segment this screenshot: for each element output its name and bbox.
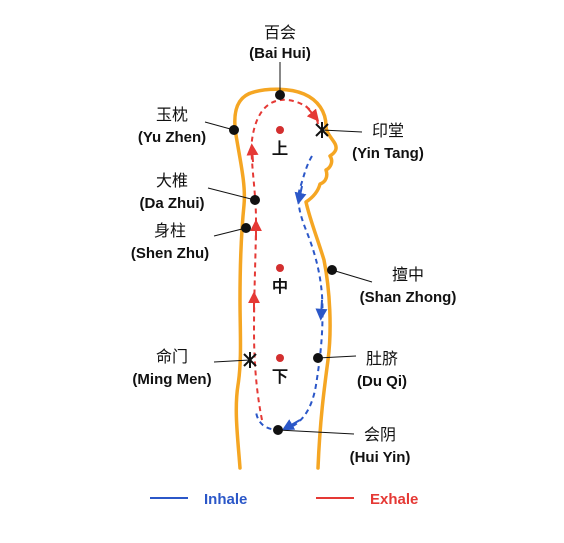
label-bai-hui-cn: 百会	[264, 23, 296, 42]
center-label-upper: 上	[272, 139, 288, 158]
inhale-arrow-1	[294, 185, 307, 205]
point-shen-zhu	[241, 223, 251, 233]
inhale-arrow-2	[315, 299, 328, 321]
legend-exhale-label: Exhale	[370, 491, 418, 508]
exhale-arrow-3	[246, 143, 259, 163]
point-yin-tang-cross	[315, 122, 329, 138]
leader-yu-zhen	[204, 121, 235, 131]
label-du-qi-py: (Du Qi)	[357, 373, 407, 390]
label-shen-zhu-cn: 身柱	[154, 221, 186, 240]
leader-shen-zhu	[213, 227, 247, 237]
label-da-zhui-py: (Da Zhui)	[140, 195, 205, 212]
body-outline	[233, 87, 338, 470]
leader-shan-zhong	[331, 269, 373, 283]
leader-hui-yin	[277, 429, 355, 435]
label-yin-tang-py: (Yin Tang)	[352, 145, 424, 162]
point-bai-hui	[275, 90, 285, 100]
leader-ming-men	[213, 359, 251, 363]
inhale-arrow-3	[281, 419, 301, 431]
label-shan-zhong-py: (Shan Zhong)	[360, 289, 457, 306]
point-hui-yin	[273, 425, 283, 435]
label-bai-hui-py: (Bai Hui)	[249, 45, 311, 62]
exhale-arrow-4	[305, 105, 320, 122]
point-ming-men-cross	[243, 352, 257, 368]
label-ming-men-py: (Ming Men)	[132, 371, 211, 388]
label-da-zhui-cn: 大椎	[156, 171, 188, 190]
label-shan-zhong-cn: 擅中	[392, 265, 424, 284]
label-hui-yin-cn: 会阴	[364, 425, 396, 444]
leader-da-zhui	[207, 187, 256, 201]
center-label-lower: 下	[272, 367, 288, 386]
center-dot-upper	[276, 126, 284, 134]
label-yu-zhen-py: (Yu Zhen)	[138, 129, 206, 146]
legend-inhale-label: Inhale	[204, 491, 247, 508]
label-yu-zhen-cn: 玉枕	[156, 105, 188, 124]
center-dot-lower	[276, 354, 284, 362]
label-yin-tang-cn: 印堂	[372, 121, 404, 140]
label-ming-men-cn: 命门	[156, 347, 188, 366]
point-yu-zhen	[229, 125, 239, 135]
point-shan-zhong	[327, 265, 337, 275]
center-dot-middle	[276, 264, 284, 272]
label-du-qi-cn: 肚脐	[366, 349, 398, 368]
label-hui-yin-py: (Hui Yin)	[350, 449, 411, 466]
point-da-zhui	[250, 195, 260, 205]
label-shen-zhu-py: (Shen Zhu)	[131, 245, 209, 262]
center-label-middle: 中	[272, 277, 288, 296]
point-du-qi	[313, 353, 323, 363]
leader-yin-tang	[321, 129, 363, 133]
leader-du-qi	[317, 355, 357, 359]
